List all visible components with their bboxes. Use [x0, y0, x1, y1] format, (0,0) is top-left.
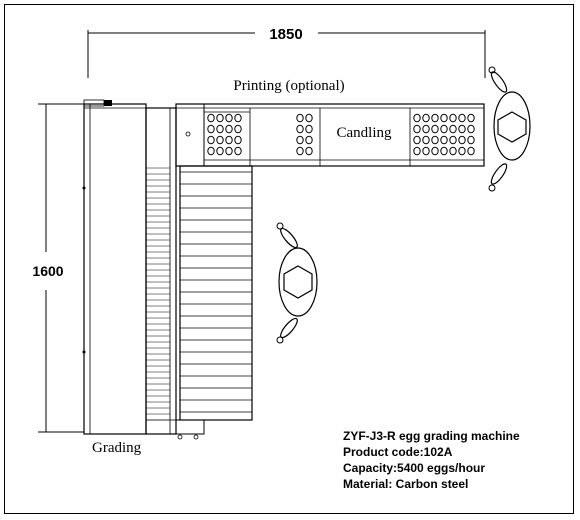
- egg-roller: [431, 146, 439, 156]
- width-dimension: 1850: [87, 26, 486, 78]
- egg-roller: [413, 146, 421, 156]
- egg-roller: [413, 113, 421, 123]
- spec-product-code: Product code:102A: [343, 445, 453, 459]
- egg-roller: [296, 113, 304, 123]
- egg-roller: [225, 135, 233, 145]
- spec-capacity: Capacity:5400 eggs/hour: [343, 461, 486, 475]
- egg-roller: [216, 135, 224, 145]
- egg-roller: [467, 124, 475, 134]
- egg-roller: [467, 146, 475, 156]
- egg-roller: [225, 146, 233, 156]
- egg-roller: [458, 113, 466, 123]
- egg-roller: [422, 124, 430, 134]
- egg-roller: [449, 146, 457, 156]
- egg-roller: [422, 146, 430, 156]
- operator-center: [276, 222, 318, 344]
- egg-roller: [449, 135, 457, 145]
- egg-roller: [225, 113, 233, 123]
- egg-roller: [413, 135, 421, 145]
- egg-roller: [207, 146, 215, 156]
- egg-roller: [234, 146, 242, 156]
- egg-roller: [305, 113, 313, 123]
- candling-label: Candling: [337, 125, 392, 141]
- egg-roller: [207, 124, 215, 134]
- operator-right: [488, 66, 531, 192]
- egg-roller: [296, 146, 304, 156]
- egg-roller: [440, 124, 448, 134]
- grading-conveyor: [146, 165, 253, 421]
- egg-roller: [207, 113, 215, 123]
- egg-roller: [305, 124, 313, 134]
- egg-roller: [458, 146, 466, 156]
- egg-roller: [422, 135, 430, 145]
- egg-roller: [431, 113, 439, 123]
- egg-roller: [305, 135, 313, 145]
- egg-roller: [440, 135, 448, 145]
- egg-roller: [296, 135, 304, 145]
- egg-roller: [296, 124, 304, 134]
- egg-roller: [234, 124, 242, 134]
- egg-roller: [449, 113, 457, 123]
- grading-unit: [82, 99, 205, 440]
- egg-roller: [216, 113, 224, 123]
- height-dimension: 1600: [32, 103, 84, 433]
- egg-roller: [413, 124, 421, 134]
- egg-roller: [305, 146, 313, 156]
- spec-model: ZYF-J3-R egg grading machine: [343, 429, 520, 443]
- drawing-frame: [4, 4, 574, 514]
- egg-roller: [225, 124, 233, 134]
- egg-roller: [207, 135, 215, 145]
- egg-roller: [467, 113, 475, 123]
- candling-line: [175, 103, 485, 167]
- egg-roller: [440, 146, 448, 156]
- egg-roller: [458, 124, 466, 134]
- egg-roller: [449, 124, 457, 134]
- egg-roller: [467, 135, 475, 145]
- spec-material: Material: Carbon steel: [343, 477, 469, 491]
- height-label: 1600: [32, 263, 63, 279]
- egg-roller: [431, 135, 439, 145]
- printing-label: Printing (optional): [233, 78, 344, 94]
- egg-roller: [458, 135, 466, 145]
- width-label: 1850: [269, 26, 302, 43]
- egg-roller: [431, 124, 439, 134]
- machine-specs: ZYF-J3-R egg grading machine Product cod…: [343, 428, 520, 492]
- egg-roller: [422, 113, 430, 123]
- grading-label: Grading: [92, 440, 142, 456]
- egg-roller: [440, 113, 448, 123]
- egg-roller: [216, 146, 224, 156]
- egg-roller-groups: [207, 113, 475, 156]
- egg-roller: [234, 135, 242, 145]
- egg-roller: [234, 113, 242, 123]
- egg-roller: [216, 124, 224, 134]
